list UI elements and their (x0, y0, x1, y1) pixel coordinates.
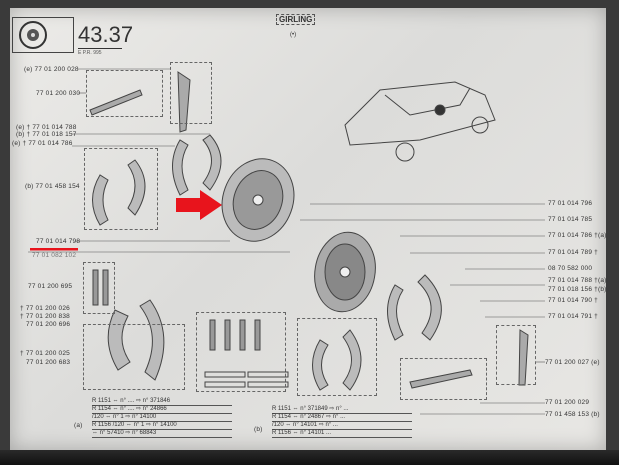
table-row: R 1154 ⇔ n° 24867 ⇨ n° ... (272, 414, 412, 422)
part-label: 77 01 014 785 (548, 216, 593, 223)
adjuster-parts (89, 71, 529, 389)
part-label: 77 01 200 029 (545, 399, 590, 406)
part-label: 77 01 014 786 †(a) (548, 232, 607, 239)
table-row: R 1156 ⇔ n° 14101 ... (272, 430, 412, 438)
part-label: 77 01 014 796 (548, 200, 593, 207)
shoe-kit-box-b (297, 318, 377, 396)
part-label: (b) 77 01 458 154 (25, 183, 80, 190)
table-row: R 1151 ⇔ n° 371849 ⇨ n° ... (272, 406, 412, 414)
spring-kit (204, 371, 289, 388)
part-label: 77 01 458 153 (b) (545, 411, 600, 418)
part-label: 77 01 082 102 (32, 252, 77, 259)
red-arrow-highlight (176, 190, 222, 220)
table-tag-b: (b) (254, 426, 263, 433)
part-label: (e) 77 01 200 028 (24, 66, 79, 73)
brake-shoes (92, 134, 442, 391)
brake-backing-plate-exploded (314, 231, 376, 313)
part-label: 77 01 014 788 †(a) (548, 277, 607, 284)
pins (92, 269, 261, 351)
part-label: 77 01 200 027 (e) (545, 359, 600, 366)
table-row: ⇔ n° 57410 ⇨ n° 68843 (92, 430, 232, 438)
part-label: 77 01 014 791 † (548, 313, 598, 320)
part-label: 08 70 582 000 (548, 265, 593, 272)
part-label: † 77 01 200 838 (20, 313, 70, 320)
page-number: 43.37 (78, 22, 134, 47)
adjuster-box (86, 70, 163, 117)
table-row: /120 ⇔ n° 14101 ⇨ n° ... (272, 422, 412, 430)
table-row: R 1151 ⇔ n° .... ⇨ n° 371846 (92, 398, 232, 406)
brand-symbol: (•) (290, 32, 297, 38)
lever-box-b (496, 325, 536, 385)
table-row: R 1154 ⇔ n° .... ⇨ n° 24866 (92, 406, 232, 414)
spring-box (196, 312, 286, 392)
part-label: 77 01 018 156 †(b) (548, 286, 607, 293)
table-row: R 1156 /120 ⇔ n° 1 ⇨ n° 14100 (92, 422, 232, 430)
car-illustration (344, 81, 496, 162)
part-label: 77 01 200 030 (36, 90, 81, 97)
serial-table-b: R 1151 ⇔ n° 371849 ⇨ n° ... R 1154 ⇔ n° … (272, 406, 412, 438)
part-label: † 77 01 200 025 (20, 350, 70, 357)
lever-box (170, 62, 212, 124)
brake-drum-logo (12, 17, 74, 53)
red-underline-highlight (30, 248, 78, 251)
lining-box (83, 324, 185, 390)
part-label: 77 01 014 789 † (548, 249, 598, 256)
part-label: (e) † 77 01 014 788 (16, 124, 77, 131)
serial-table-a: R 1151 ⇔ n° .... ⇨ n° 371846 R 1154 ⇔ n°… (92, 398, 232, 438)
table-tag-a: (a) (74, 422, 83, 429)
shoe-kit-box (84, 148, 158, 230)
leader-lines (28, 68, 545, 415)
part-label: 77 01 014 790 † (548, 297, 598, 304)
table-row: /120 ⇔ n° 1 ⇨ n° 14100 (92, 414, 232, 422)
brake-backing-plate (221, 158, 295, 242)
part-label: 77 01 200 696 (26, 321, 71, 328)
part-label: † 77 01 200 026 (20, 305, 70, 312)
part-label-highlighted: 77 01 014 798 (36, 238, 81, 245)
part-label: 77 01 200 683 (26, 359, 71, 366)
brand-label: GIRLING (276, 14, 316, 25)
part-label: (e) † 77 01 014 786 (12, 140, 73, 147)
page-reference: E P.R. 995 (78, 48, 122, 56)
pin-box (83, 262, 115, 314)
photo-border (0, 450, 619, 465)
part-label: (b) † 77 01 018 157 (16, 131, 77, 138)
part-label: 77 01 200 695 (28, 283, 73, 290)
adjuster-box-b (400, 358, 487, 400)
